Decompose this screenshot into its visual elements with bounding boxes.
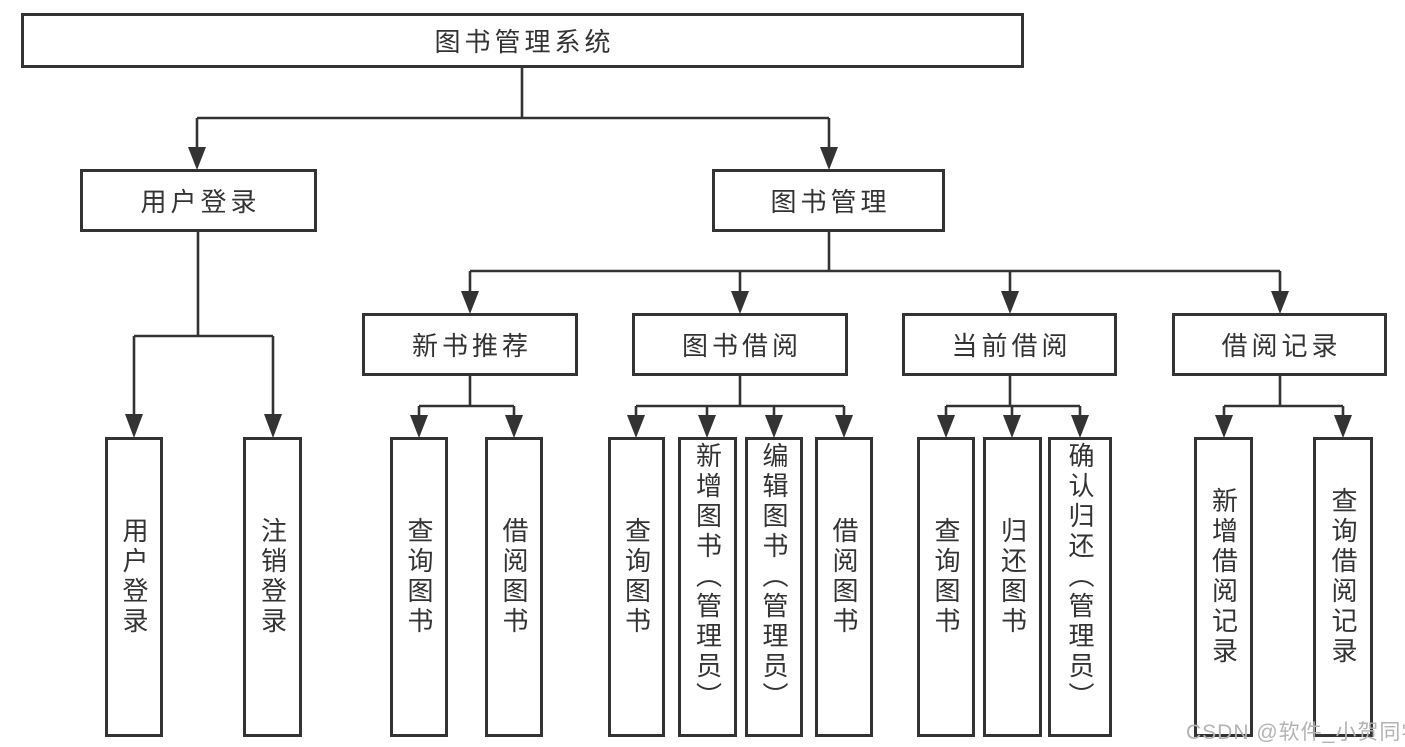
node-book-borrowing: 图书借阅 xyxy=(632,313,848,376)
leaf-records-add-borrow-record-label: 新增借阅记录 xyxy=(1208,487,1239,667)
node-current-borrowing: 当前借阅 xyxy=(902,313,1117,376)
leaf-user-login: 用户登录 xyxy=(105,437,163,737)
leaf-logout: 注销登录 xyxy=(243,437,302,737)
leaf-current-query-books-label: 查询图书 xyxy=(931,517,961,637)
connector-borrow-to-leaves xyxy=(634,376,846,417)
connector-newbook-to-leaves xyxy=(417,376,516,417)
arrowheads xyxy=(125,147,1352,438)
connector-mgmt-to-level2 xyxy=(468,232,1282,292)
leaf-current-query-books: 查询图书 xyxy=(917,437,975,737)
leaf-recommend-query-books-label: 查询图书 xyxy=(404,517,434,637)
csdn-watermark: CSDN @软件_小贺同学 xyxy=(1186,721,1405,744)
node-user-login: 用户登录 xyxy=(80,169,317,232)
leaf-current-return-books: 归还图书 xyxy=(983,437,1042,737)
leaf-borrowing-query-books-label: 查询图书 xyxy=(621,517,652,637)
connector-root-to-level1 xyxy=(195,68,831,150)
connector-current-to-leaves xyxy=(944,376,1082,417)
node-new-book-recommendation: 新书推荐 xyxy=(362,313,578,376)
leaf-records-query-borrow-record-label: 查询借阅记录 xyxy=(1328,487,1358,667)
node-borrowing-records: 借阅记录 xyxy=(1172,313,1387,376)
leaf-user-login-label: 用户登录 xyxy=(119,517,149,637)
node-current-borrowing-label: 当前借阅 xyxy=(951,331,1072,361)
leaf-borrowing-add-books-admin: 新增图书（管理员） xyxy=(678,437,737,737)
leaf-records-query-borrow-record: 查询借阅记录 xyxy=(1313,437,1373,737)
node-borrowing-records-label: 借阅记录 xyxy=(1221,331,1342,361)
connector-records-to-leaves xyxy=(1222,376,1345,417)
leaf-current-return-books-label: 归还图书 xyxy=(997,517,1028,637)
leaf-records-add-borrow-record: 新增借阅记录 xyxy=(1194,437,1253,737)
leaf-current-confirm-return-admin-label: 确认归还（管理员） xyxy=(1065,442,1095,712)
leaf-current-confirm-return-admin: 确认归还（管理员） xyxy=(1048,437,1112,737)
node-user-login-label: 用户登录 xyxy=(140,187,261,217)
connector-login-to-leaves xyxy=(132,232,275,416)
leaf-borrowing-query-books: 查询图书 xyxy=(608,437,665,737)
leaf-recommend-query-books: 查询图书 xyxy=(390,437,448,737)
leaf-logout-label: 注销登录 xyxy=(257,517,288,637)
node-root-system: 图书管理系统 xyxy=(21,13,1024,68)
node-new-book-recommendation-label: 新书推荐 xyxy=(411,331,532,361)
node-book-borrowing-label: 图书借阅 xyxy=(681,331,802,361)
leaf-recommend-borrow-books-label: 借阅图书 xyxy=(499,517,529,637)
leaf-borrowing-edit-books-admin: 编辑图书（管理员） xyxy=(745,437,803,737)
leaf-recommend-borrow-books: 借阅图书 xyxy=(485,437,543,737)
node-book-management: 图书管理 xyxy=(712,169,945,232)
node-book-management-label: 图书管理 xyxy=(770,187,891,217)
node-root-system-label: 图书管理系统 xyxy=(434,27,615,57)
leaf-borrowing-edit-books-admin-label: 编辑图书（管理员） xyxy=(759,442,789,712)
leaf-borrowing-add-books-admin-label: 新增图书（管理员） xyxy=(692,442,723,712)
leaf-borrowing-borrow-books-label: 借阅图书 xyxy=(829,517,859,637)
leaf-borrowing-borrow-books: 借阅图书 xyxy=(815,437,873,737)
